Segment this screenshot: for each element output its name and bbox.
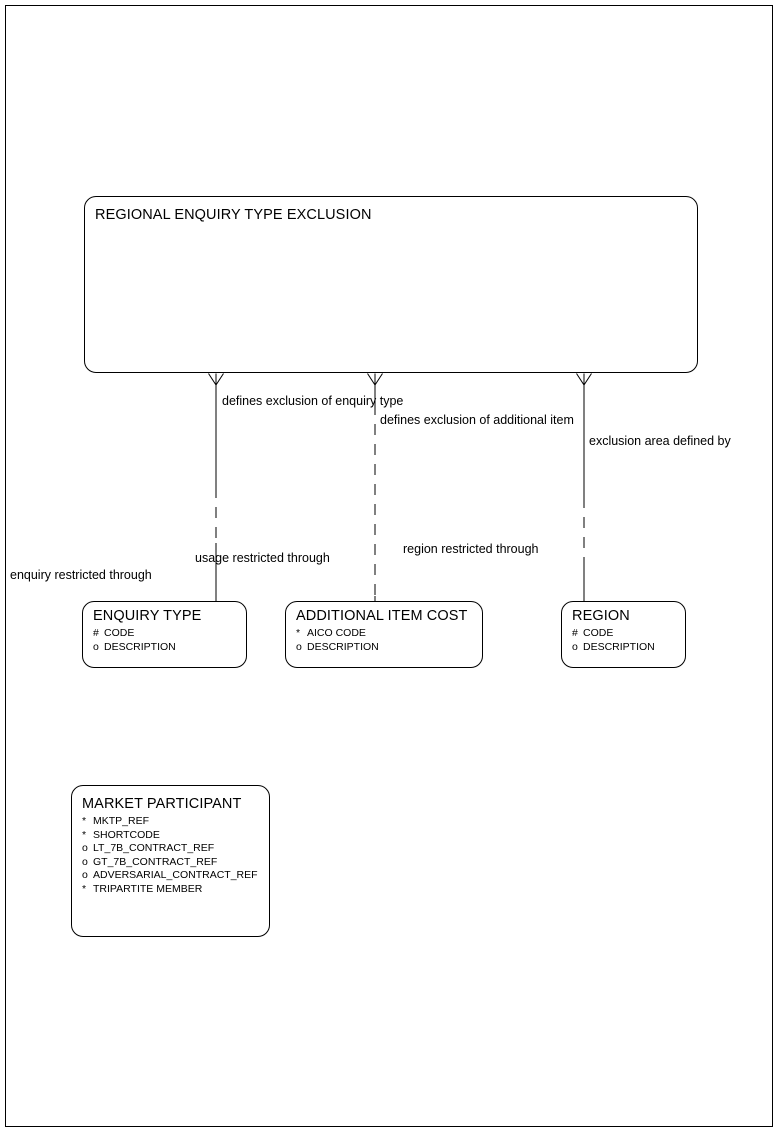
attribute-row: # CODE <box>572 627 655 641</box>
attribute-marker: * <box>296 627 301 639</box>
attribute-marker: # <box>572 627 578 639</box>
attribute-row: * AICO CODE <box>296 627 379 641</box>
attribute-row: # CODE <box>93 627 176 641</box>
attribute-marker: * <box>82 882 87 895</box>
attribute-row: o DESCRIPTION <box>572 641 655 655</box>
relationship-label-exclusion-area-defined-by: exclusion area defined by <box>589 434 731 448</box>
attribute-list: * AICO CODE o DESCRIPTION <box>296 627 379 654</box>
attribute-row: o LT_7B_CONTRACT_REF <box>82 842 258 856</box>
attribute-list: # CODE o DESCRIPTION <box>572 627 655 654</box>
attribute-name: GT_7B_CONTRACT_REF <box>93 855 218 868</box>
attribute-marker: o <box>82 855 88 868</box>
attribute-name: DESCRIPTION <box>104 640 176 653</box>
attribute-name: CODE <box>583 627 614 639</box>
entity-title: ENQUIRY TYPE <box>93 608 202 624</box>
attribute-name: MKTP_REF <box>93 815 150 827</box>
attribute-name: SHORTCODE <box>93 828 160 841</box>
attribute-name: DESCRIPTION <box>307 640 379 653</box>
attribute-list: * MKTP_REF * SHORTCODE o LT_7B_CONTRACT_REF… <box>82 815 258 896</box>
page-border <box>5 5 773 1127</box>
attribute-name: LT_7B_CONTRACT_REF <box>93 842 215 854</box>
attribute-marker: # <box>93 627 99 639</box>
relationship-label-usage-restricted-through: usage restricted through <box>195 551 330 565</box>
attribute-row: o DESCRIPTION <box>296 641 379 655</box>
attribute-list: # CODE o DESCRIPTION <box>93 627 176 654</box>
entity-title: MARKET PARTICIPANT <box>82 796 242 812</box>
attribute-row: o ADVERSARIAL_CONTRACT_REF <box>82 869 258 883</box>
attribute-marker: o <box>82 869 88 881</box>
attribute-name: TRIPARTITE MEMBER <box>93 882 203 895</box>
attribute-marker: * <box>82 815 87 827</box>
relationship-label-enquiry-restricted-through: enquiry restricted through <box>10 568 152 582</box>
entity-title: ADDITIONAL ITEM COST <box>296 608 468 624</box>
entity-regional-enquiry-type-exclusion[interactable]: REGIONAL ENQUIRY TYPE EXCLUSION <box>84 196 698 373</box>
attribute-name: AICO CODE <box>307 627 366 639</box>
attribute-row: o GT_7B_CONTRACT_REF <box>82 856 258 870</box>
attribute-row: * TRIPARTITE MEMBER <box>82 883 258 897</box>
relationship-label-region-restricted-through: region restricted through <box>403 542 539 556</box>
attribute-row: * MKTP_REF <box>82 815 258 829</box>
attribute-name: ADVERSARIAL_CONTRACT_REF <box>93 869 258 881</box>
attribute-marker: o <box>572 640 578 653</box>
entity-title: REGIONAL ENQUIRY TYPE EXCLUSION <box>95 207 372 223</box>
relationship-label-defines-exclusion-of-additional-item: defines exclusion of additional item <box>380 413 574 427</box>
entity-additional-item-cost[interactable]: ADDITIONAL ITEM COST * AICO CODE o DESCRIP… <box>285 601 483 668</box>
attribute-marker: o <box>296 640 302 653</box>
entity-region[interactable]: REGION # CODE o DESCRIPTION <box>561 601 686 668</box>
attribute-name: CODE <box>104 627 135 639</box>
attribute-clip-region: * MKTP_REF * SHORTCODE o LT_7B_CONTRACT_REF… <box>72 815 270 935</box>
entity-title: REGION <box>572 608 630 624</box>
attribute-name: DESCRIPTION <box>583 640 655 653</box>
entity-market-participant[interactable]: MARKET PARTICIPANT * MKTP_REF * SHORTCODE … <box>71 785 270 937</box>
attribute-row: * SHORTCODE <box>82 829 258 843</box>
attribute-marker: * <box>82 828 87 841</box>
entity-enquiry-type[interactable]: ENQUIRY TYPE # CODE o DESCRIPTION <box>82 601 247 668</box>
attribute-marker: o <box>82 842 88 854</box>
attribute-row: o DESCRIPTION <box>93 641 176 655</box>
attribute-marker: o <box>93 640 99 653</box>
relationship-label-defines-exclusion-of-enquiry-type: defines exclusion of enquiry type <box>222 394 404 408</box>
